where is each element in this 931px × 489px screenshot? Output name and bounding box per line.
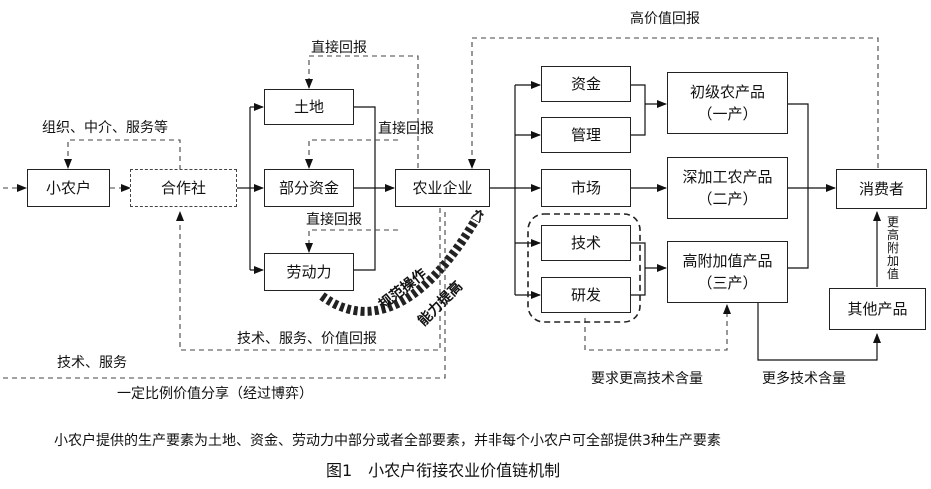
processed-product-node: 深加工农产品 （二产） xyxy=(667,157,788,219)
org-services-arrow xyxy=(64,139,181,170)
value-share-line xyxy=(3,208,446,379)
direct-return-label-2: 直接回报 xyxy=(378,121,434,137)
figure-title: 图1 小农户衔接农业价值链机制 xyxy=(326,461,561,480)
funds-node: 资金 xyxy=(541,66,631,102)
high-value-product-node: 高附加值产品 （三产） xyxy=(667,241,788,303)
rnd-label: 研发 xyxy=(570,285,601,304)
land-node: 土地 xyxy=(264,89,354,125)
funds-mgmt-join-line xyxy=(631,84,646,136)
market-label: 市场 xyxy=(570,178,601,197)
consumer-label: 消费者 xyxy=(858,179,904,198)
cooperative-label: 合作社 xyxy=(160,178,206,197)
other-products-label: 其他产品 xyxy=(847,299,908,318)
tech-service-value-return-label: 技术、服务、价值回报 xyxy=(237,331,377,347)
labor-node: 劳动力 xyxy=(264,253,354,291)
funds-label: 资金 xyxy=(570,74,601,93)
direct-return-label-1: 直接回报 xyxy=(311,40,367,56)
technology-label: 技术 xyxy=(570,233,601,252)
land-label: 土地 xyxy=(293,97,324,116)
small-farmer-label: 小农户 xyxy=(45,178,91,197)
tech-services-label: 技术、服务 xyxy=(57,355,127,371)
capital-label: 部分资金 xyxy=(278,178,339,197)
technology-node: 技术 xyxy=(541,225,631,261)
capital-node: 部分资金 xyxy=(264,169,354,207)
tech-rnd-group xyxy=(527,213,641,323)
more-tech-arrow xyxy=(757,288,881,361)
high-value-return-arrow xyxy=(468,37,879,169)
direct-return-land-arrow xyxy=(305,55,419,168)
high-value-product-label: 高附加值产品 xyxy=(682,251,773,270)
primary-product-label: 初级农产品 xyxy=(689,82,765,101)
figure-caption: 小农户提供的生产要素为土地、资金、劳动力中部分或者全部要素，并非每个小农户可全部… xyxy=(54,433,721,449)
rnd-node: 研发 xyxy=(541,277,631,313)
higher-tech-label: 要求更高技术含量 xyxy=(591,371,703,387)
more-value-added-label: 更高附加值 xyxy=(886,215,899,281)
cooperative-node: 合作社 xyxy=(130,169,237,207)
market-node: 市场 xyxy=(541,169,631,207)
other-products-node: 其他产品 xyxy=(829,288,926,330)
products-collector-line xyxy=(788,103,809,269)
high-value-return-label: 高价值回报 xyxy=(630,11,700,27)
org-services-label: 组织、中介、服务等 xyxy=(42,120,168,136)
management-label: 管理 xyxy=(570,125,601,144)
enterprise-label: 农业企业 xyxy=(412,178,473,197)
solid-flows xyxy=(237,81,881,361)
dashed-flows xyxy=(3,37,879,379)
small-farmer-node: 小农户 xyxy=(27,169,110,207)
processed-product-label: 深加工农产品 xyxy=(682,167,773,186)
primary-industry-label: （一产） xyxy=(697,105,758,123)
secondary-industry-label: （二产） xyxy=(697,190,758,208)
capability-curve-arrow xyxy=(319,212,484,316)
management-node: 管理 xyxy=(541,117,631,153)
tech-rnd-join-line xyxy=(631,242,646,296)
direct-return-label-3: 直接回报 xyxy=(306,212,362,228)
direct-return-labor-arrow xyxy=(305,229,398,253)
direct-return-capital-arrow xyxy=(305,139,398,169)
higher-tech-requirement-arrow xyxy=(584,304,731,351)
value-share-label: 一定比例价值分享（经过博弈） xyxy=(117,386,313,402)
consumer-node: 消费者 xyxy=(836,169,927,209)
primary-product-node: 初级农产品 （一产） xyxy=(667,72,788,134)
enterprise-node: 农业企业 xyxy=(395,169,490,207)
tertiary-industry-label: （三产） xyxy=(697,274,758,292)
more-tech-label: 更多技术含量 xyxy=(762,371,846,387)
tech-service-value-return-arrow xyxy=(176,208,441,351)
labor-label: 劳动力 xyxy=(286,262,332,281)
